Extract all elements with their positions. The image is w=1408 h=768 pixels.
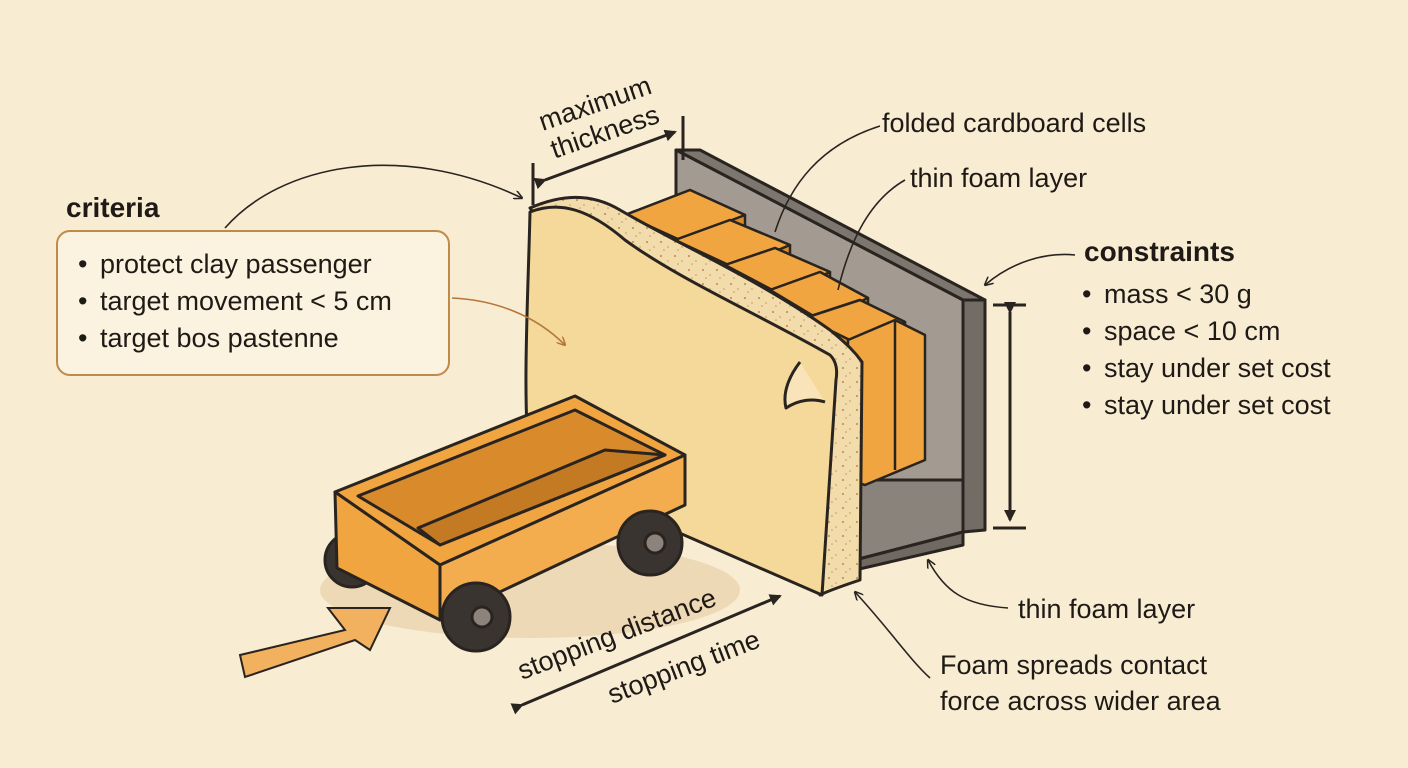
constraint-item: •stay under set cost <box>1082 390 1331 420</box>
push-arrow <box>238 607 392 679</box>
criteria-heading: criteria <box>66 192 160 223</box>
foam-note-line-1: Foam spreads contact <box>940 650 1208 680</box>
constraints-list: •mass < 30 g •space < 10 cm •stay under … <box>1082 276 1331 424</box>
criteria-box <box>56 230 450 376</box>
constraint-item: •space < 10 cm <box>1082 316 1281 346</box>
leader-lines <box>224 125 1076 679</box>
foam-bottom-label: thin foam layer <box>1018 594 1196 624</box>
constraint-item: •mass < 30 g <box>1082 279 1252 309</box>
dimension-arrows <box>510 116 1026 715</box>
criteria-list: •protect clay passenger •target movement… <box>78 246 392 357</box>
criteria-item: •target movement < 5 cm <box>78 286 392 316</box>
max-thickness-label: maximum thickness <box>535 70 663 164</box>
criteria-item: •target bos pastenne <box>78 323 339 353</box>
criteria-item: •protect clay passenger <box>78 249 372 279</box>
foam-note-line-2: force across wider area <box>940 686 1221 716</box>
folded-cells-label: folded cardboard cells <box>882 108 1147 138</box>
constraints-heading: constraints <box>1084 236 1235 267</box>
foam-top-label: thin foam layer <box>910 163 1088 193</box>
criteria-pointer <box>451 297 565 345</box>
constraint-item: •stay under set cost <box>1082 353 1331 383</box>
